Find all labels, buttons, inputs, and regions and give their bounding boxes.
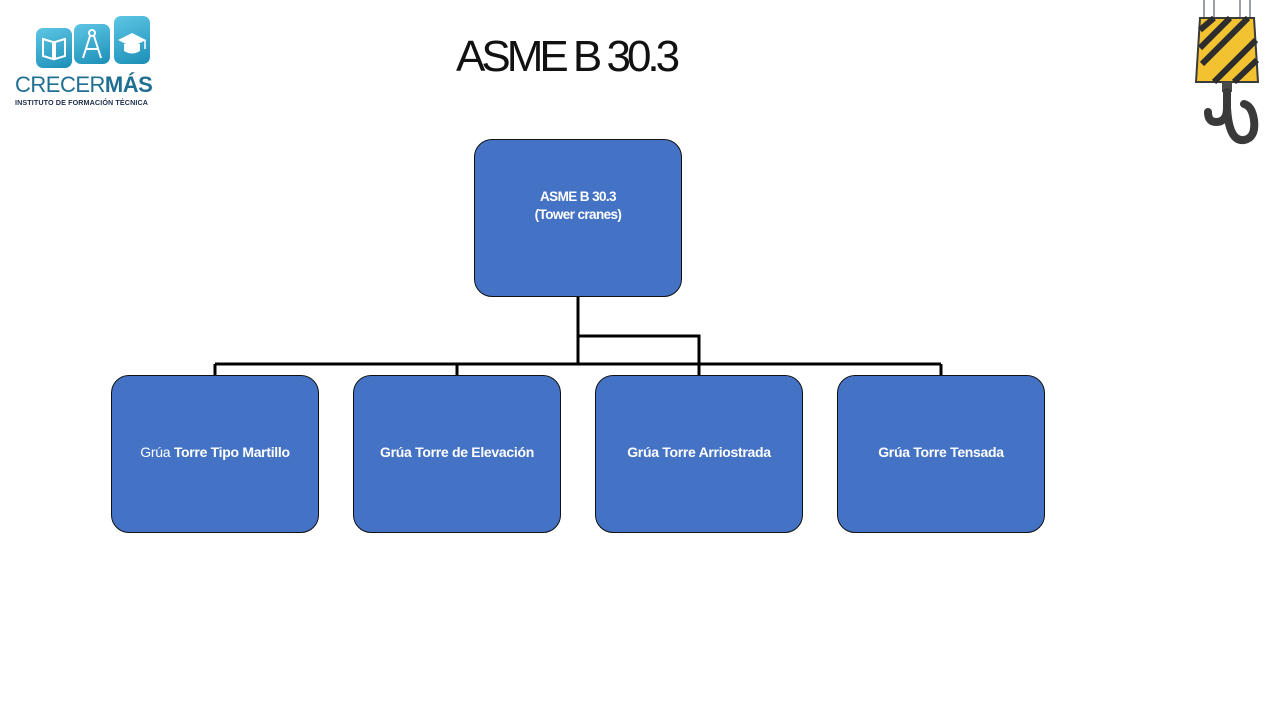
logo-tiles bbox=[34, 16, 164, 72]
child-node-martillo: Grúa Torre Tipo Martillo bbox=[111, 375, 319, 533]
logo-name: CRECERMÁS bbox=[15, 72, 153, 97]
child-node-label: Grúa Torre Tensada bbox=[878, 444, 1004, 460]
child-node-elevacion: Grúa Torre de Elevación bbox=[353, 375, 561, 533]
brand-logo: CRECERMÁS INSTITUTO DE FORMACIÓN TÉCNICA bbox=[12, 14, 174, 110]
child-node-tensada: Grúa Torre Tensada bbox=[837, 375, 1045, 533]
crane-hook-icon bbox=[1194, 0, 1260, 145]
compass-icon bbox=[74, 24, 110, 64]
logo-name-part2: MÁS bbox=[104, 72, 153, 97]
child-node-label: Torre Tipo Martillo bbox=[173, 444, 290, 460]
child-node-label: Grúa Torre Arriostrada bbox=[627, 444, 771, 460]
root-node: ASME B 30.3 (Tower cranes) bbox=[474, 139, 682, 297]
logo-tagline: INSTITUTO DE FORMACIÓN TÉCNICA bbox=[15, 98, 149, 107]
child-node-label: Grúa Torre de Elevación bbox=[380, 444, 534, 460]
graduation-cap-icon bbox=[114, 16, 150, 64]
root-node-title: ASME B 30.3 bbox=[540, 189, 617, 204]
child-node-prefix: Grúa bbox=[140, 444, 171, 460]
page-title: ASME B 30.3 bbox=[456, 32, 680, 81]
root-node-subtitle: (Tower cranes) bbox=[534, 207, 622, 222]
child-node-arriostrada: Grúa Torre Arriostrada bbox=[595, 375, 803, 533]
book-icon bbox=[36, 28, 72, 68]
logo-name-part1: CRECER bbox=[15, 72, 105, 97]
